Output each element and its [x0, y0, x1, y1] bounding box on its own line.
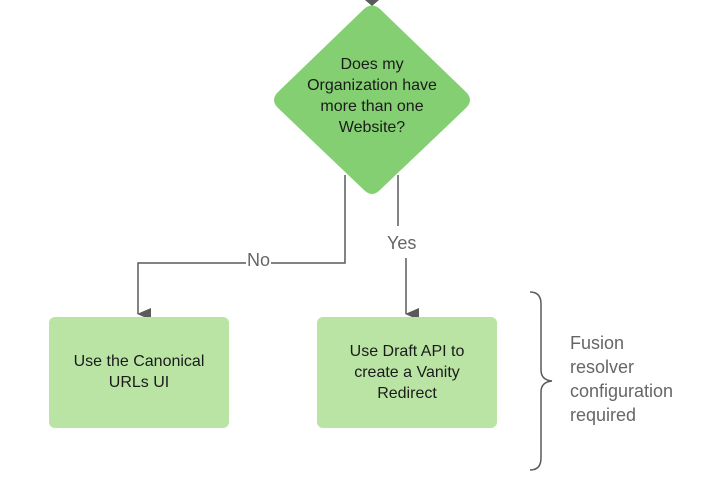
- decision-label-line: Does my: [340, 56, 404, 73]
- fusion-resolver-note-line: Fusion: [570, 333, 625, 353]
- decision-label-line: Website?: [338, 119, 406, 136]
- canonical-urls-box[interactable]: [49, 317, 229, 428]
- fusion-resolver-note-line: required: [570, 405, 637, 425]
- decision-label-line: Organization have: [307, 77, 437, 94]
- draft-api-label-line: Redirect: [377, 384, 437, 402]
- draft-api-label-line: create a Vanity: [354, 363, 460, 381]
- draft-api-box[interactable]: [317, 317, 497, 428]
- draft-api-label-line: Use Draft API to: [349, 342, 465, 360]
- annotation-brace: [529, 291, 553, 471]
- fusion-resolver-note: Fusion resolver configuration required: [570, 331, 673, 427]
- fusion-resolver-note-line: configuration: [570, 381, 674, 401]
- decision-diamond[interactable]: [274, 5, 470, 195]
- no-edge-label: No: [246, 250, 272, 270]
- yes-edge-label: Yes: [386, 233, 418, 253]
- no-branch-connector: [137, 175, 346, 320]
- draft-api-label: Use Draft API to create a Vanity Redirec…: [318, 318, 496, 426]
- fusion-resolver-note-line: resolver: [570, 357, 635, 377]
- incoming-arrowhead: [365, 0, 379, 6]
- decision-label: Does my Organization have more than one …: [270, 50, 474, 142]
- canonical-urls-label: Use the Canonical URLs UI: [50, 318, 228, 426]
- canonical-urls-label-line: URLs UI: [108, 374, 170, 391]
- decision-label-line: more than one: [320, 98, 424, 115]
- canonical-urls-label-line: Use the Canonical: [73, 353, 205, 370]
